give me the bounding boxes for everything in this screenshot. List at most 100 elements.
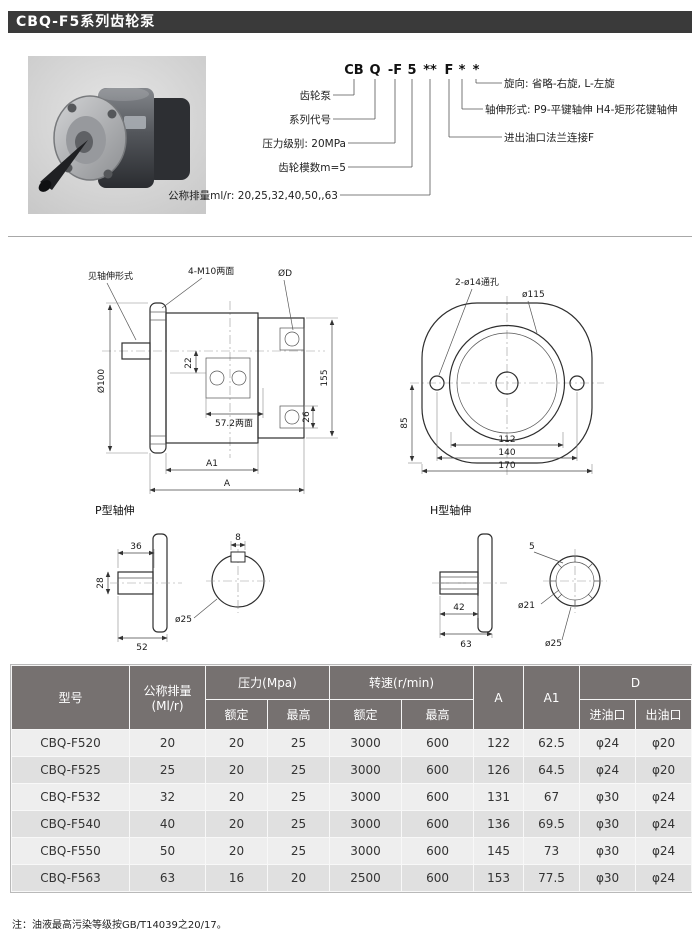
footnote: 注：油液最高污染等级按GB/T14039之20/17。 — [12, 920, 227, 931]
header-row-2: 额定 最高 额定 最高 进油口 出油口 — [12, 699, 693, 730]
cell-pressure-max: 25 — [266, 729, 331, 757]
cell-outlet: φ20 — [635, 756, 693, 784]
cell-displacement: 63 — [129, 864, 206, 892]
dim-8: 8 — [235, 533, 241, 543]
mounting-flange-outline — [149, 302, 167, 454]
cell-model: CBQ-F520 — [11, 729, 130, 757]
cell-speed-max: 600 — [401, 729, 475, 757]
cell-speed-max: 600 — [401, 864, 475, 892]
cell-pressure-rated: 20 — [205, 729, 268, 757]
height-dim: 155 — [320, 369, 330, 386]
code-part-rotation: * — [473, 63, 480, 78]
table-row: CBQ-F532 32 20 25 3000 600 131 67 φ30 φ2… — [11, 783, 693, 811]
cell-displacement: 40 — [129, 810, 206, 838]
dim-112: 112 — [498, 435, 515, 445]
code-part-shaft: * — [459, 63, 466, 78]
col-pressure: 压力(Mpa) — [204, 665, 331, 700]
cell-pressure-rated: 20 — [205, 810, 268, 838]
cell-a1: 69.5 — [523, 810, 581, 838]
cell-speed-rated: 2500 — [329, 864, 403, 892]
keyway — [230, 551, 246, 563]
gear-pump-illustration — [38, 87, 190, 192]
cell-a: 153 — [473, 864, 525, 892]
table-row: CBQ-F550 50 20 25 3000 600 145 73 φ30 φ2… — [11, 837, 693, 865]
dim-a: A — [224, 479, 231, 489]
cell-model: CBQ-F550 — [11, 837, 130, 865]
cell-a1: 62.5 — [523, 729, 581, 757]
code-label-pressure: 压力级别: 20MPa — [262, 137, 346, 150]
spec-table-body: CBQ-F520 20 20 25 3000 600 122 62.5 φ24 … — [11, 729, 693, 892]
cell-inlet: φ30 — [579, 864, 637, 892]
col-a1: A1 — [523, 665, 581, 730]
cell-speed-rated: 3000 — [329, 837, 403, 865]
cell-model: CBQ-F532 — [11, 783, 130, 811]
spec-table-wrap: 型号 公称排量(Ml/r) 压力(Mpa) 转速(r/min) A A1 D 额… — [10, 664, 693, 893]
cell-inlet: φ30 — [579, 837, 637, 865]
bolt-circle — [448, 324, 566, 442]
cell-a: 122 — [473, 729, 525, 757]
section-divider — [8, 236, 692, 237]
code-part-q: Q — [369, 63, 380, 78]
cell-displacement: 32 — [129, 783, 206, 811]
dim-170: 170 — [498, 461, 515, 471]
cell-a: 145 — [473, 837, 525, 865]
mounting-holes-label: 4-M10两面 — [188, 266, 234, 277]
col-speed-max: 最高 — [401, 699, 475, 730]
spline-width-dim: 5 — [529, 542, 535, 552]
cell-displacement: 50 — [129, 837, 206, 865]
table-row: CBQ-F520 20 20 25 3000 600 122 62.5 φ24 … — [11, 729, 693, 757]
dim-52: 52 — [136, 643, 147, 653]
cell-speed-max: 600 — [401, 810, 475, 838]
code-label-module: 齿轮模数m=5 — [278, 161, 346, 174]
circle-diameter-label: ø115 — [522, 290, 545, 300]
port-diameter-label: ØD — [278, 268, 292, 279]
cell-pressure-max: 20 — [266, 864, 331, 892]
p-shaft-title: P型轴伸 — [95, 503, 135, 517]
main-dimension-view: 见轴伸形式 4-M10两面 ØD Ø100 155 22 26 57.2两面 A… — [88, 266, 338, 494]
col-speed: 转速(r/min) — [329, 665, 475, 700]
h-shaft-title: H型轴伸 — [430, 503, 471, 517]
col-model: 型号 — [11, 665, 130, 730]
cell-model: CBQ-F525 — [11, 756, 130, 784]
cell-displacement: 20 — [129, 729, 206, 757]
cell-inlet: φ30 — [579, 810, 637, 838]
dim-a1: A1 — [206, 459, 218, 469]
cell-inlet: φ24 — [579, 729, 637, 757]
port-faces-dim: 57.2两面 — [215, 418, 253, 429]
table-row: CBQ-F563 63 16 20 2500 600 153 77.5 φ30 … — [11, 864, 693, 892]
dim-42: 42 — [453, 603, 464, 613]
col-pressure-rated: 额定 — [205, 699, 268, 730]
col-displacement: 公称排量(Ml/r) — [129, 665, 206, 730]
cell-inlet: φ24 — [579, 756, 637, 784]
cell-pressure-max: 25 — [266, 756, 331, 784]
code-label-shaft-type: 轴伸形式: P9-平键轴伸 H4-矩形花键轴伸 — [485, 103, 677, 116]
col-d: D — [579, 665, 693, 700]
flange-pilot-dim: Ø100 — [96, 369, 107, 394]
cell-pressure-max: 25 — [266, 783, 331, 811]
cell-inlet: φ30 — [579, 783, 637, 811]
cell-outlet: φ20 — [635, 729, 693, 757]
dim-22: 22 — [184, 357, 194, 368]
col-speed-rated: 额定 — [329, 699, 403, 730]
flange-front-view: 2-ø14通孔 ø115 85 112 140 170 — [400, 277, 604, 476]
cell-speed-max: 600 — [401, 837, 475, 865]
cell-a1: 64.5 — [523, 756, 581, 784]
through-holes-label: 2-ø14通孔 — [455, 277, 499, 288]
mounting-hole-right — [569, 375, 585, 391]
p-shaft-diameter: ø25 — [175, 615, 192, 625]
code-label-flange: 进出油口法兰连接F — [504, 131, 594, 144]
page-title: CBQ-F5系列齿轮泵 — [8, 11, 692, 33]
spec-table: 型号 公称排量(Ml/r) 压力(Mpa) 转速(r/min) A A1 D 额… — [11, 665, 693, 892]
cell-outlet: φ24 — [635, 783, 693, 811]
technical-drawings: 见轴伸形式 4-M10两面 ØD Ø100 155 22 26 57.2两面 A… — [88, 266, 607, 653]
dim-85: 85 — [400, 417, 410, 428]
cell-outlet: φ24 — [635, 837, 693, 865]
pump-shaft — [40, 140, 88, 190]
mounting-hole-left — [429, 375, 445, 391]
cell-pressure-rated: 16 — [205, 864, 268, 892]
code-part-f: -F — [388, 63, 402, 78]
code-label-displacement: 公称排量ml/r: 20,25,32,40,50,,63 — [168, 189, 338, 202]
code-label-pump: 齿轮泵 — [300, 89, 332, 102]
spline-major-dim: ø25 — [545, 639, 562, 649]
model-code-diagram: CB Q -F 5 ** F * * 齿轮泵 系列代号 压力级别: 20MPa … — [168, 63, 677, 202]
